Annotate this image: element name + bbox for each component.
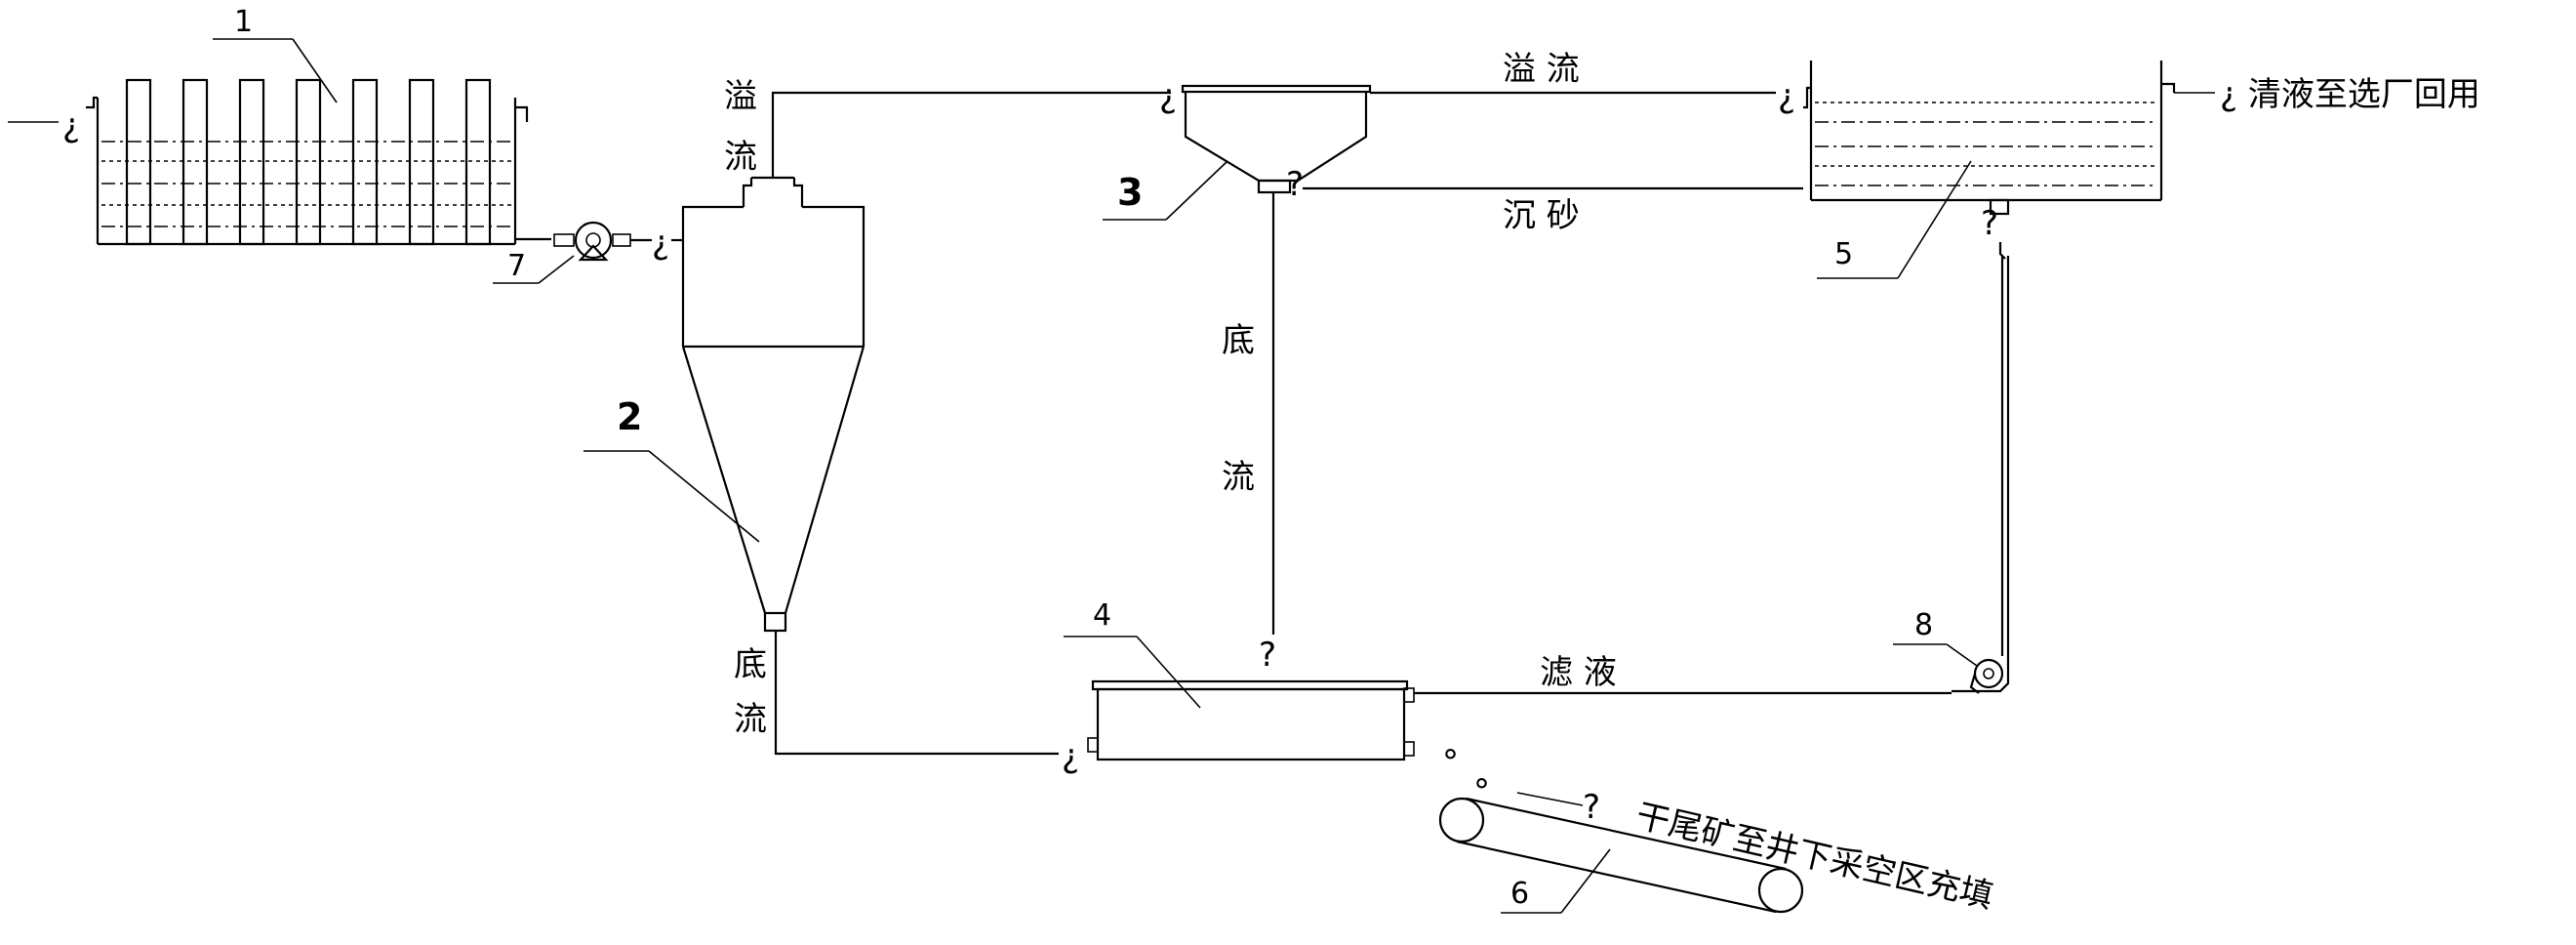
pump7-outlet-marker: ¿ (652, 224, 669, 263)
sand-label: 沉 砂 (1503, 196, 1580, 235)
settler-underflow-marker: ? (1259, 636, 1276, 675)
filtrate-label: 滤 液 (1540, 653, 1617, 692)
equipment-3-settler: ¿ ? ¿ 溢 流 沉 砂 ? 底 流 3 (1103, 50, 1803, 675)
dry-tailings-label: 干尾矿至井下采空区充填 (1632, 797, 1996, 917)
label-number-2: 2 (617, 395, 642, 438)
equipment-1-plate-tank: ¿ 1 (8, 5, 529, 246)
label-number-8: 8 (1914, 608, 1933, 642)
settler-underflow-label-2: 流 (1222, 458, 1255, 497)
cyclone-underflow-label-1: 底 (734, 645, 767, 684)
conveyor-drop-marker-2: ° (1473, 772, 1490, 811)
equipment-5-clear-tank: ? ¿ 清液至选厂回用 5 (1803, 61, 2480, 279)
clear-liquid-label: ¿ 清液至选厂回用 (2220, 75, 2480, 114)
cyclone-overflow-label-1: 溢 (724, 77, 757, 116)
filter-inlet-marker: ¿ (1062, 737, 1079, 776)
tank5-bottom-marker: ? (1981, 204, 1998, 243)
settler-sand-marker: ? (1286, 165, 1304, 204)
conveyor-arrow-marker: ? (1583, 788, 1600, 827)
equipment-7-pump: ¿ 7 (493, 221, 669, 284)
equipment-6-conveyor: ° ° ? 干尾矿至井下采空区充填 6 (1438, 743, 1996, 917)
overflow-top-label: 溢 流 (1503, 50, 1580, 89)
settler-underflow-label-1: 底 (1222, 321, 1255, 360)
label-number-1: 1 (234, 5, 253, 39)
cyclone-underflow-label-2: 流 (734, 700, 767, 739)
equipment-2-cyclone: ¿ 溢 流 底 流 2 (584, 77, 1171, 776)
label-number-5: 5 (1834, 237, 1853, 271)
label-number-7: 7 (507, 249, 526, 283)
label-number-6: 6 (1510, 877, 1529, 911)
label-number-4: 4 (1093, 598, 1111, 633)
inlet-marker: ¿ (62, 106, 80, 145)
equipment-8-pump: 8 (1893, 242, 2010, 694)
tank5-inlet-marker: ¿ (1778, 77, 1795, 116)
cyclone-overflow-label-2: 流 (724, 138, 757, 177)
conveyor-drop-marker-1: ° (1442, 743, 1459, 782)
settler-inlet-marker: ¿ (1159, 77, 1177, 116)
label-number-3: 3 (1117, 171, 1143, 214)
equipment-4-filter: 滤 液 4 (1064, 598, 1952, 761)
